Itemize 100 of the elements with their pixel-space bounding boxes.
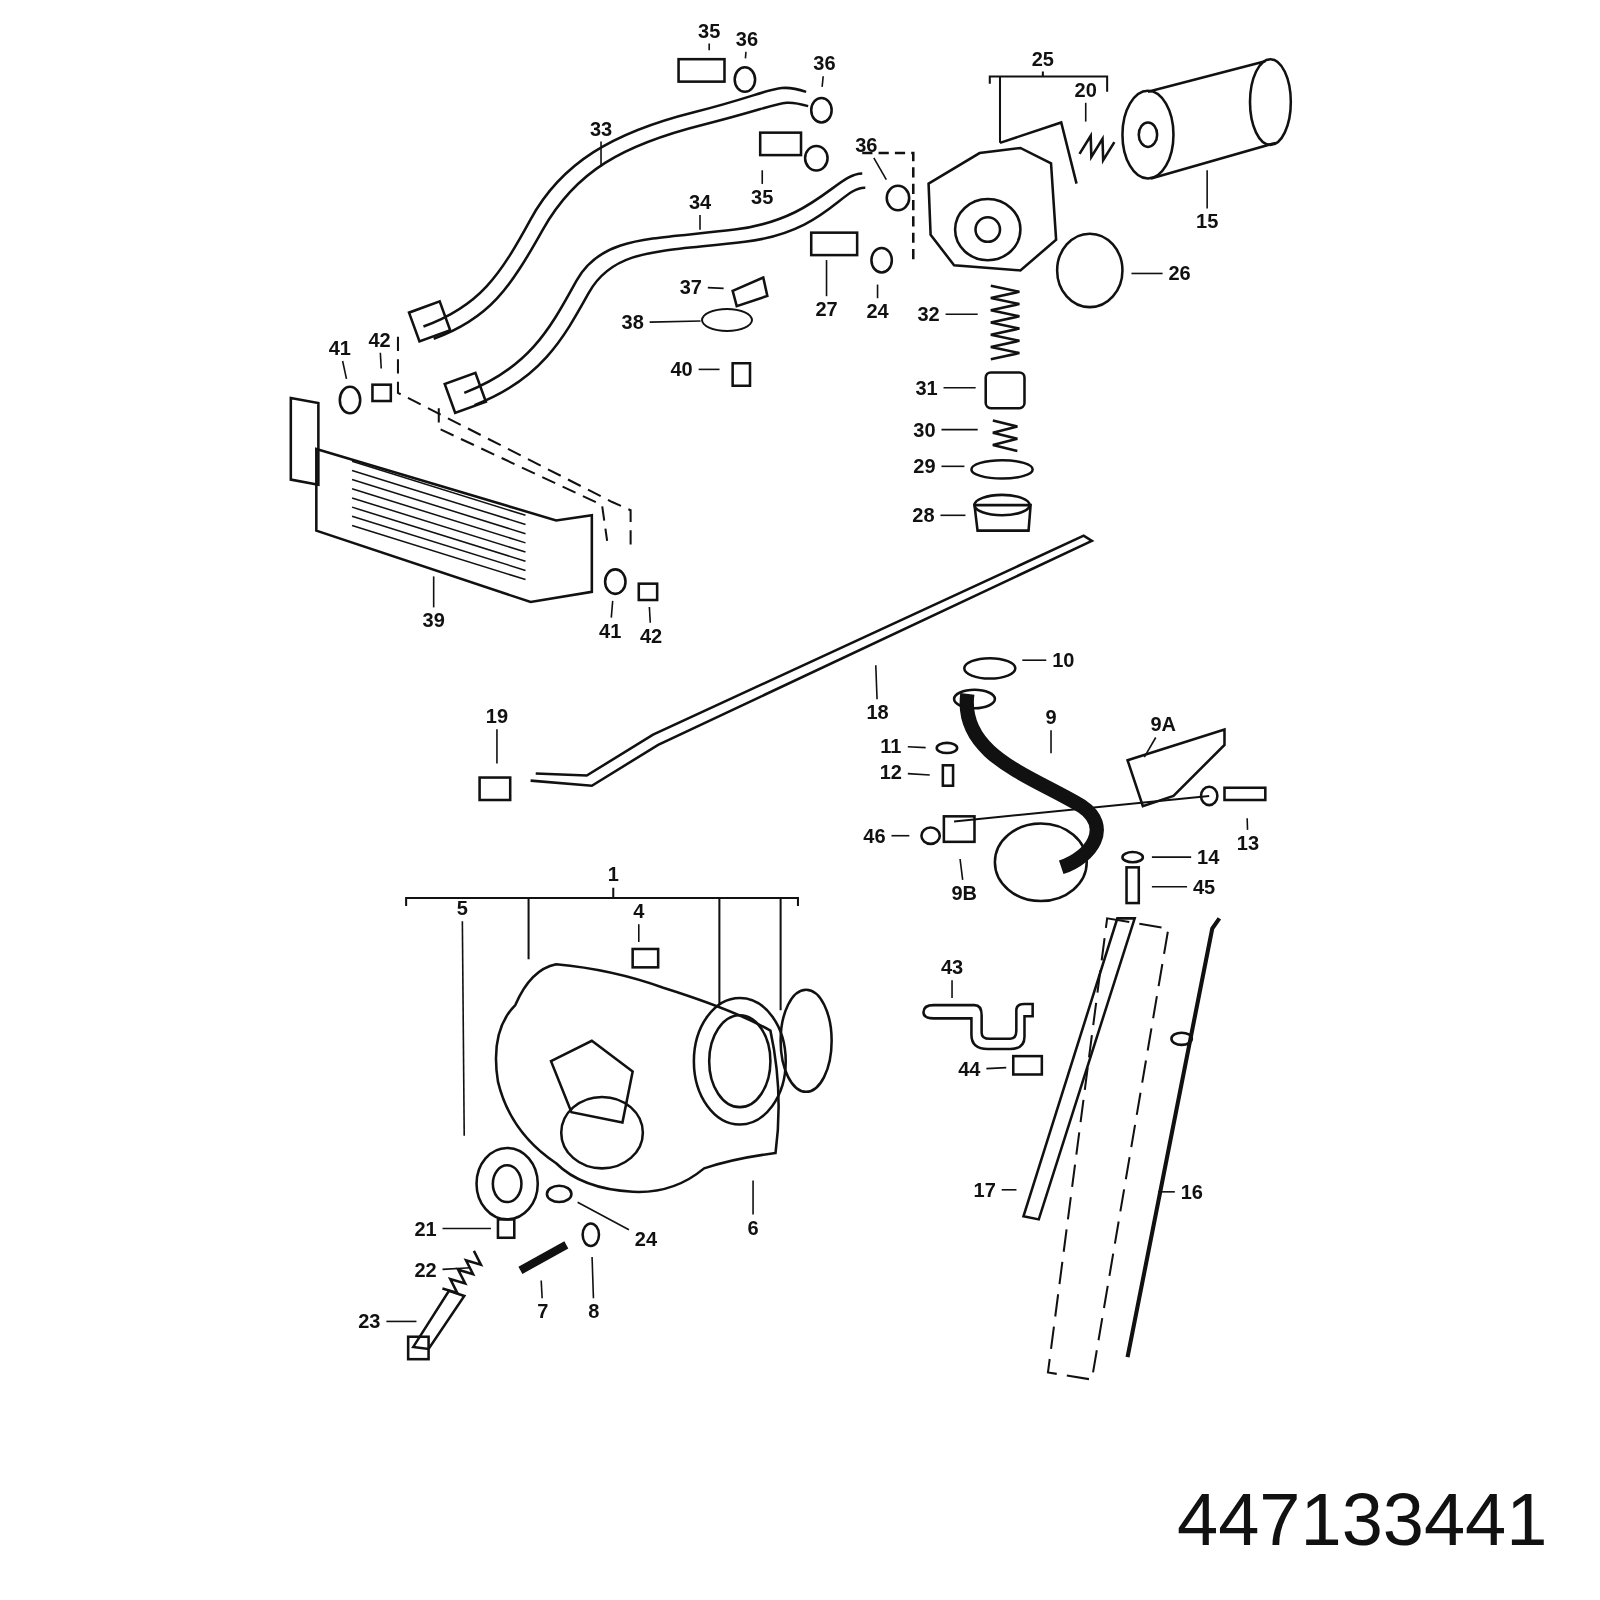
leader-line bbox=[940, 428, 979, 431]
leader-line bbox=[707, 286, 725, 290]
leader-line bbox=[985, 1066, 1008, 1070]
callout-number: 29 bbox=[909, 454, 940, 479]
callout-number: 43 bbox=[937, 955, 968, 980]
callout-number: 41 bbox=[324, 335, 355, 360]
callout-number: 34 bbox=[685, 190, 715, 215]
leader-line bbox=[821, 75, 824, 88]
leader-line bbox=[1021, 659, 1048, 661]
callout-number: 35 bbox=[694, 18, 725, 43]
leader-line bbox=[576, 1201, 630, 1231]
leader-line bbox=[699, 214, 701, 231]
leader-line bbox=[874, 664, 878, 701]
leader-line bbox=[441, 1266, 472, 1271]
leader-line bbox=[600, 140, 602, 168]
callout-number: 20 bbox=[1070, 77, 1101, 102]
callout-number: 28 bbox=[908, 503, 939, 528]
callout-number: 38 bbox=[617, 310, 648, 335]
leader-line bbox=[1130, 272, 1164, 275]
callout-number: 15 bbox=[1192, 209, 1223, 234]
callout-number: 26 bbox=[1164, 261, 1195, 286]
callout-number: 24 bbox=[862, 299, 893, 324]
callout-number: 19 bbox=[481, 704, 512, 729]
callout-number: 37 bbox=[675, 274, 706, 299]
callout-number: 18 bbox=[862, 700, 893, 725]
leader-line bbox=[638, 923, 640, 943]
callout-number: 45 bbox=[1189, 874, 1220, 899]
leader-line bbox=[1151, 856, 1192, 858]
callout-number: 21 bbox=[410, 1216, 441, 1241]
callout-number: 36 bbox=[851, 132, 882, 157]
leader-line bbox=[940, 465, 966, 468]
callout-number: 10 bbox=[1048, 648, 1079, 673]
leader-line bbox=[1000, 1189, 1018, 1191]
callout-number: 35 bbox=[747, 184, 778, 209]
leader-line bbox=[610, 600, 614, 619]
leader-line bbox=[1143, 736, 1157, 758]
callout-number: 36 bbox=[809, 51, 840, 76]
leader-line bbox=[648, 320, 702, 323]
leader-line bbox=[496, 728, 498, 765]
callout-number: 9A bbox=[1148, 712, 1179, 737]
callout-number: 32 bbox=[913, 302, 944, 327]
callout-number: 4 bbox=[629, 899, 648, 924]
callout-number: 42 bbox=[636, 623, 666, 648]
part-number: 447133441 bbox=[1177, 1483, 1548, 1558]
leader-line bbox=[939, 514, 967, 517]
callout-number: 25 bbox=[1031, 49, 1054, 70]
hose-clamp bbox=[700, 308, 753, 333]
leader-line bbox=[708, 42, 710, 51]
leader-line bbox=[341, 360, 348, 380]
callout-number: 9B bbox=[949, 880, 980, 905]
callout-number: 33 bbox=[586, 116, 616, 141]
leader-line bbox=[825, 259, 828, 297]
callout-number: 6 bbox=[744, 1215, 763, 1240]
callout-number: 22 bbox=[410, 1258, 441, 1283]
callout-number: 12 bbox=[875, 760, 906, 785]
callout-number: 5 bbox=[453, 896, 472, 921]
leader-line bbox=[942, 386, 977, 389]
callout-number: 23 bbox=[354, 1309, 385, 1334]
leader-line bbox=[876, 283, 879, 300]
callout-number: 24 bbox=[630, 1226, 661, 1251]
callout-number: 36 bbox=[731, 26, 762, 51]
callout-number: 14 bbox=[1193, 845, 1224, 870]
leader-line bbox=[441, 1227, 492, 1230]
leader-line bbox=[1050, 729, 1052, 754]
callout-number: 31 bbox=[911, 375, 942, 400]
leader-line bbox=[907, 772, 931, 776]
leader-line bbox=[1151, 885, 1188, 888]
callout-number: 17 bbox=[969, 1177, 1000, 1202]
callout-number: 41 bbox=[595, 618, 626, 643]
callout-number: 40 bbox=[666, 357, 697, 382]
leader-line bbox=[944, 313, 979, 316]
callout-number: 16 bbox=[1176, 1179, 1207, 1204]
callout-number: 46 bbox=[859, 823, 890, 848]
leader-line bbox=[385, 1320, 418, 1323]
leader-line bbox=[540, 1279, 543, 1299]
callout-number: 13 bbox=[1232, 830, 1263, 855]
leader-line bbox=[432, 575, 435, 609]
leader-line bbox=[1157, 1191, 1176, 1193]
leader-line bbox=[951, 979, 953, 999]
leader-line bbox=[379, 352, 383, 370]
leader-line bbox=[752, 1179, 754, 1216]
callout-number: 8 bbox=[584, 1299, 603, 1324]
callout-number: 9 bbox=[1042, 705, 1060, 730]
callout-number: 7 bbox=[533, 1299, 552, 1324]
leader-line bbox=[761, 169, 764, 185]
callout-number: 1 bbox=[607, 864, 619, 885]
leader-line bbox=[1084, 102, 1087, 123]
callout-number: 39 bbox=[418, 608, 449, 633]
callout-number: 27 bbox=[811, 297, 842, 322]
leader-line bbox=[890, 834, 911, 837]
leader-line bbox=[1206, 169, 1208, 210]
callout-number: 11 bbox=[875, 733, 906, 758]
callout-number: 44 bbox=[954, 1057, 985, 1082]
callout-number: 30 bbox=[909, 417, 940, 442]
leader-line bbox=[1246, 817, 1249, 831]
leader-line bbox=[591, 1256, 595, 1299]
leader-line bbox=[907, 745, 927, 749]
leader-line bbox=[873, 157, 888, 181]
leader-line bbox=[461, 920, 466, 1137]
leader-line bbox=[959, 858, 964, 881]
